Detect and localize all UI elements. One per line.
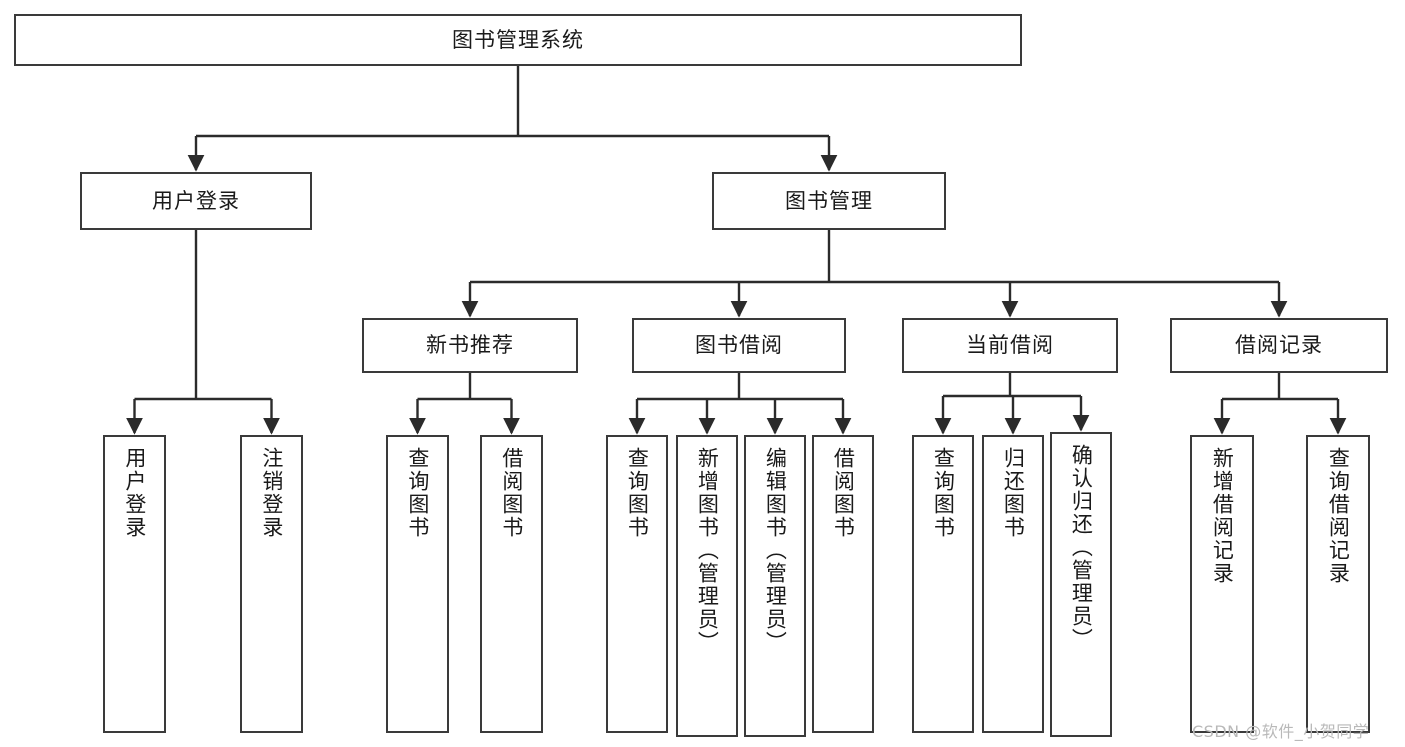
node-rec-borrow[interactable]: 借阅图书 [480,435,543,733]
node-label: 当前借阅 [966,333,1054,358]
node-bor-edit[interactable]: 编辑图书（管理员） [744,435,806,737]
node-label: 借阅图书 [499,447,524,539]
node-label: 查询图书 [625,447,650,539]
node-login[interactable]: 用户登录 [80,172,312,230]
node-user-logout[interactable]: 注销登录 [240,435,303,733]
node-rec-add-record[interactable]: 新增借阅记录 [1190,435,1254,733]
node-borrow[interactable]: 图书借阅 [632,318,846,373]
watermark: CSDN @软件_小贺同学 [1192,722,1370,741]
node-label: 查询借阅记录 [1326,447,1351,585]
node-cur-query[interactable]: 查询图书 [912,435,974,733]
connector-lines [126,66,1347,435]
node-rec-query-record[interactable]: 查询借阅记录 [1306,435,1370,733]
node-label: 图书管理 [785,188,873,213]
node-label: 借阅记录 [1235,333,1323,358]
node-cur-return[interactable]: 归还图书 [982,435,1044,733]
node-label: 查询图书 [931,447,956,539]
node-label: 图书借阅 [695,333,783,358]
node-label: 注销登录 [259,447,284,539]
node-label: 归还图书 [1001,447,1026,539]
node-label: 编辑图书（管理员） [763,447,788,654]
node-label: 新增图书（管理员） [695,447,720,654]
node-recommend[interactable]: 新书推荐 [362,318,578,373]
node-root[interactable]: 图书管理系统 [14,14,1022,66]
node-cur-confirm[interactable]: 确认归还（管理员） [1050,432,1112,737]
node-label: 图书管理系统 [452,27,584,52]
node-records[interactable]: 借阅记录 [1170,318,1388,373]
node-label: 用户登录 [152,188,240,213]
node-label: 用户登录 [122,447,147,539]
node-label: 确认归还（管理员） [1069,444,1094,651]
node-bor-add[interactable]: 新增图书（管理员） [676,435,738,737]
node-label: 新增借阅记录 [1210,447,1235,585]
node-bor-borrow[interactable]: 借阅图书 [812,435,874,733]
node-user-login[interactable]: 用户登录 [103,435,166,733]
node-label: 查询图书 [405,447,430,539]
node-bor-query[interactable]: 查询图书 [606,435,668,733]
node-current[interactable]: 当前借阅 [902,318,1118,373]
node-rec-query[interactable]: 查询图书 [386,435,449,733]
node-label: 新书推荐 [426,333,514,358]
node-bookmgmt[interactable]: 图书管理 [712,172,946,230]
node-label: 借阅图书 [831,447,856,539]
